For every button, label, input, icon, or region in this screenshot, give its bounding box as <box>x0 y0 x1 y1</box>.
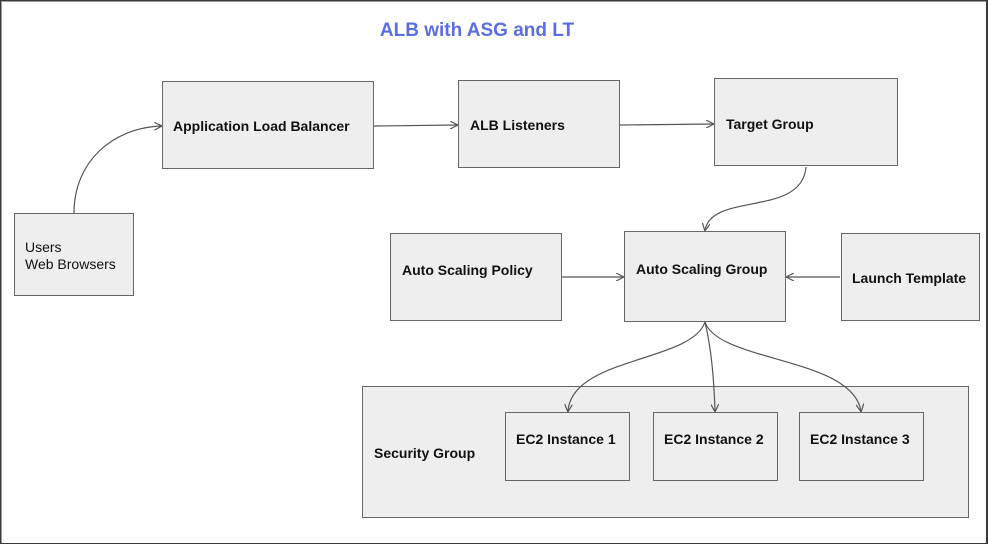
edge-listeners-to-target-group <box>619 124 713 125</box>
auto-scaling-group-label: Auto Scaling Group <box>636 261 768 277</box>
edge-target-group-to-asg <box>705 166 807 230</box>
ec2-instance-2-label: EC2 Instance 2 <box>664 431 764 447</box>
security-group-label: Security Group <box>374 445 476 461</box>
node-target-group: Target Group <box>714 78 898 166</box>
alb-listeners-label: ALB Listeners <box>470 117 565 133</box>
node-alb-listeners: ALB Listeners <box>458 80 620 168</box>
alb-label: Application Load Balancer <box>173 118 350 134</box>
target-group-label: Target Group <box>726 116 814 132</box>
users-label: Users <box>25 239 62 255</box>
node-ec2-instance-3: EC2 Instance 3 <box>799 412 924 481</box>
edge-users-to-alb <box>73 126 161 214</box>
launch-template-label: Launch Template <box>852 270 967 286</box>
node-ec2-instance-2: EC2 Instance 2 <box>653 412 778 481</box>
web-browsers-label: Web Browsers <box>25 256 116 272</box>
node-users: Users Web Browsers <box>14 213 134 296</box>
ec2-instance-3-label: EC2 Instance 3 <box>810 431 910 447</box>
ec2-instance-1-label: EC2 Instance 1 <box>516 431 616 447</box>
edge-alb-to-listeners <box>373 125 457 126</box>
node-application-load-balancer: Application Load Balancer <box>162 81 374 169</box>
diagram-title: ALB with ASG and LT <box>379 20 575 41</box>
node-ec2-instance-1: EC2 Instance 1 <box>505 412 630 481</box>
node-launch-template: Launch Template <box>841 233 980 321</box>
auto-scaling-policy-label: Auto Scaling Policy <box>402 262 533 278</box>
node-auto-scaling-group: Auto Scaling Group <box>624 231 786 322</box>
node-auto-scaling-policy: Auto Scaling Policy <box>390 233 562 321</box>
